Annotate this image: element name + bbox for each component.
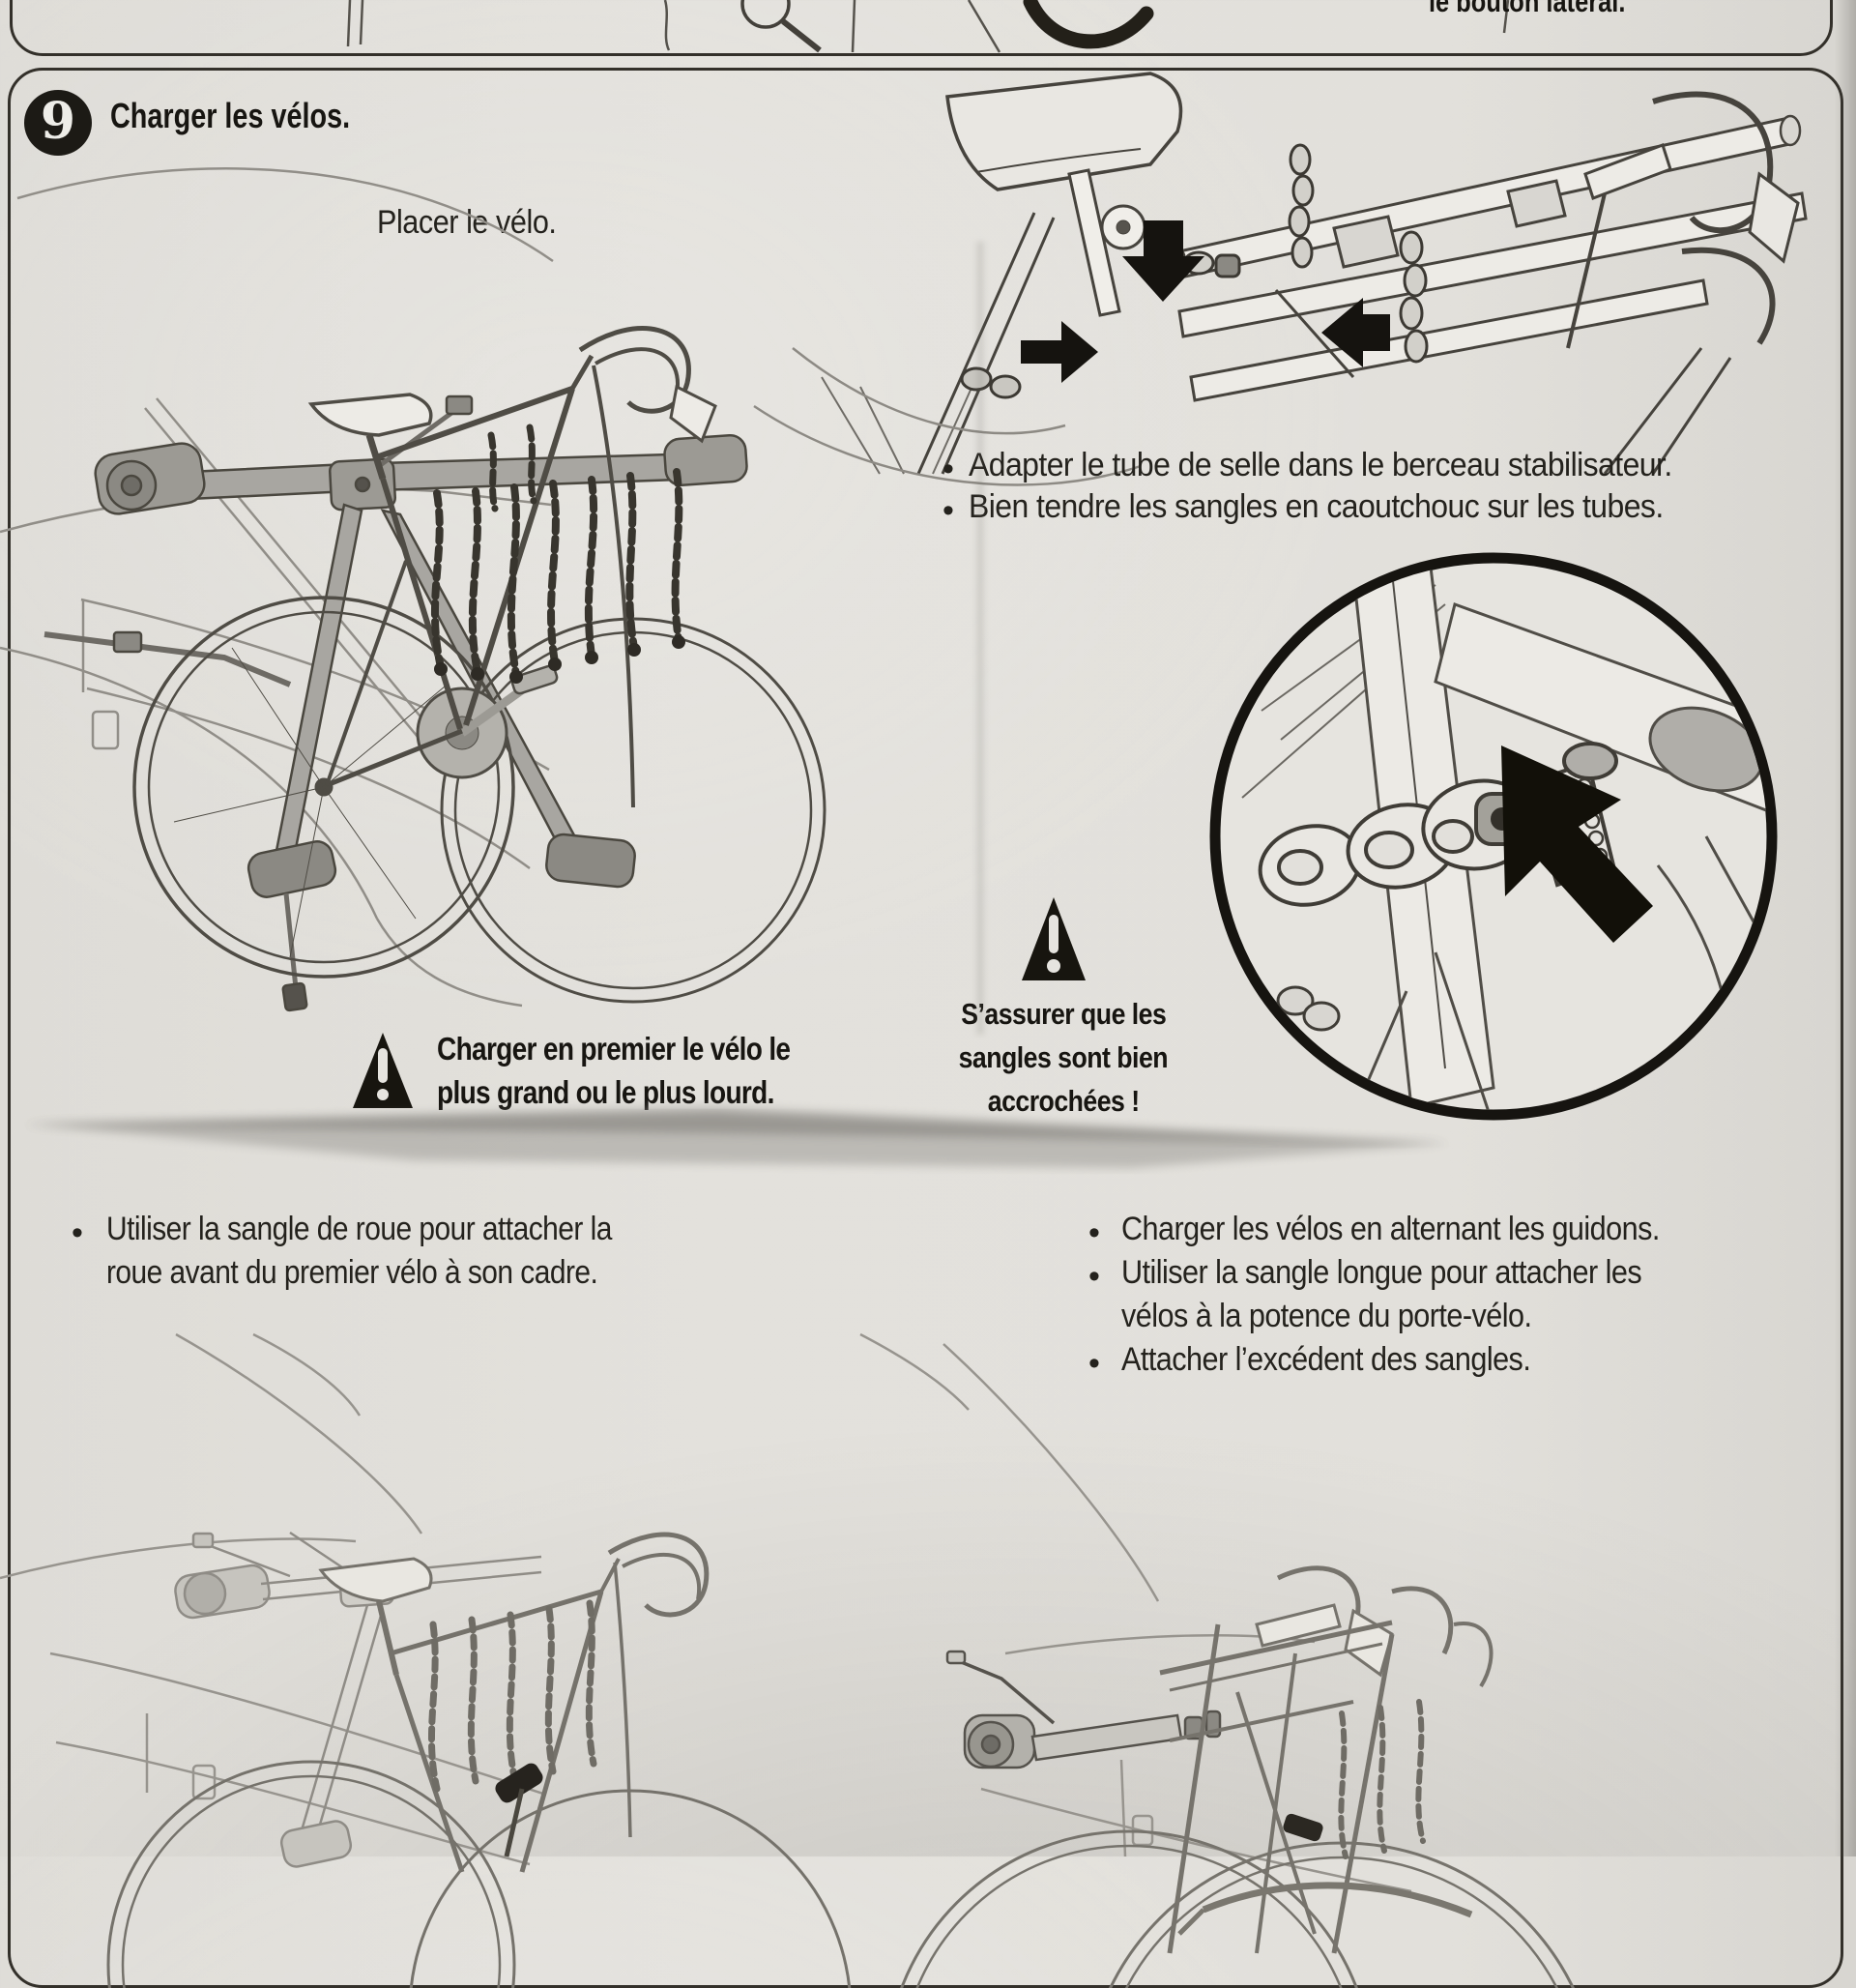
- wheel-strap-highlight: [495, 1763, 543, 1803]
- illustration-place-bike-on-rack: [0, 167, 826, 1012]
- cursor-pointer-arrow-icon: [1501, 746, 1653, 943]
- arrow-down-icon: [1122, 220, 1204, 302]
- warning-first-bike-line2: plus grand ou le plus lourd.: [437, 1074, 774, 1110]
- magnifier-icon: [740, 0, 822, 53]
- bullet-dot: [1088, 1214, 1100, 1252]
- warning-straps-text: S’assurer que les sangles sont bien accr…: [909, 992, 1218, 1123]
- bike-drawing: [132, 326, 826, 1004]
- bullet-alternate-handlebars: Charger les vélos en alternant les guido…: [1121, 1211, 1660, 1247]
- arrow-left-icon: [1321, 298, 1390, 367]
- step-title: Charger les vélos.: [110, 96, 351, 135]
- step-number: 9: [40, 92, 76, 151]
- bike-and-rack-lines: [753, 72, 1808, 486]
- warning-straps-line3: accrochées !: [987, 1084, 1140, 1118]
- strap-links: [960, 143, 1429, 399]
- previous-panel-clipped-caption: le bouton latéral.: [1429, 0, 1626, 18]
- illustration-cradle-straps-closeup: [753, 72, 1808, 486]
- bullet-attach-excess: Attacher l’excédent des sangles.: [1121, 1341, 1531, 1378]
- warning-triangle-icon: [353, 1033, 413, 1108]
- bullet-long-strap-line2: vélos à la potence du porte-vélo.: [1121, 1298, 1532, 1334]
- car-outline: [0, 1332, 547, 1866]
- figure-label-placer: Placer le vélo.: [377, 204, 557, 241]
- rubber-strap-chains: [1338, 1699, 1426, 1859]
- bullet-long-strap-line1: Utiliser la sangle longue pour attacher …: [1121, 1254, 1642, 1291]
- bullet-adapter-tube: Adapter le tube de selle dans le berceau…: [969, 447, 1672, 483]
- bullet-dot: [942, 492, 954, 530]
- bullet-wheel-strap-line1: Utiliser la sangle de roue pour attacher…: [106, 1211, 612, 1247]
- bullet-dot: [72, 1214, 83, 1252]
- step-number-badge: 9: [24, 90, 92, 156]
- bullet-dot: [942, 451, 954, 488]
- previous-step-panel: [10, 0, 1833, 56]
- illustration-two-bikes-loaded: [859, 1332, 1575, 1988]
- inset-contents: [1241, 563, 1767, 1110]
- direction-arrow-icons: [1021, 220, 1390, 383]
- arrow-right-icon: [1021, 321, 1098, 383]
- rack-drawing: [945, 1650, 1222, 1769]
- inset-strap-hooked-closeup: [1209, 552, 1778, 1121]
- strap-end-hooks: [434, 635, 685, 684]
- bullet-wheel-strap-line2: roue avant du premier vélo à son cadre.: [106, 1254, 598, 1291]
- strap-buckle-dark: [1283, 1813, 1323, 1842]
- previous-panel-sketch-lines: [346, 0, 1510, 53]
- warning-straps-line1: S’assurer que les: [960, 997, 1167, 1031]
- warning-triangle-icon: [1022, 897, 1086, 980]
- illustration-first-bike-wheel-strap: [0, 1332, 852, 1988]
- rubber-strap-chains: [430, 424, 683, 679]
- bullet-tendre-sangles: Bien tendre les sangles en caoutchouc su…: [969, 488, 1664, 525]
- large-numeral-stroke: [1023, 0, 1154, 49]
- warning-first-bike-line1: Charger en premier le vélo le: [437, 1031, 791, 1067]
- manual-page-photo: { "prev_panel": { "clipped_text": "le bo…: [0, 0, 1856, 1856]
- warning-straps-line2: sangles sont bien: [958, 1040, 1169, 1074]
- rubber-strap-chains: [427, 1599, 597, 1793]
- bullet-dot: [1088, 1258, 1100, 1296]
